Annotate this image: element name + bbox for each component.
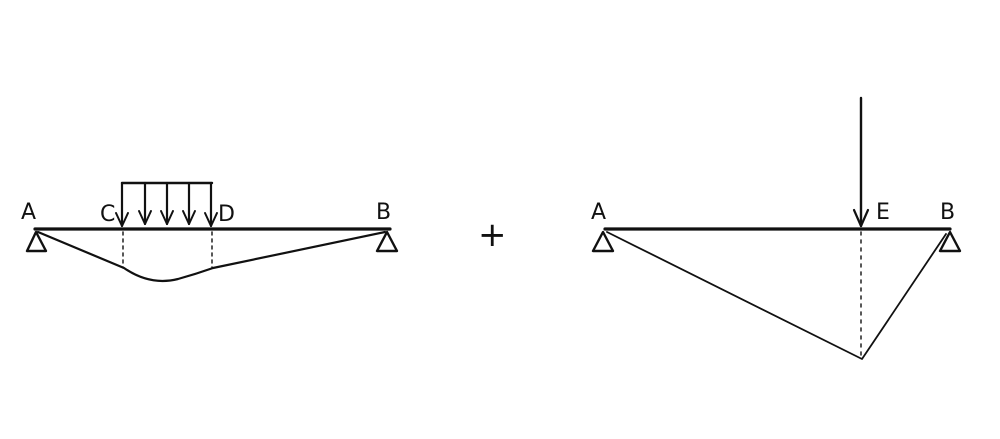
plus-operator: + [478, 215, 507, 255]
label-a-left: A [21, 200, 36, 225]
point-load [852, 96, 870, 228]
label-c: C [100, 202, 115, 227]
label-b-right: B [940, 200, 955, 225]
label-e: E [876, 200, 890, 225]
right-beam-diagram: A E B [591, 96, 962, 360]
load-arrow [160, 181, 174, 226]
left-deflection-curve [36, 230, 387, 283]
load-arrow [138, 181, 152, 226]
load-arrow [204, 181, 218, 228]
label-d: D [218, 202, 235, 227]
label-a-right: A [591, 200, 606, 225]
right-deflection-curve [606, 231, 947, 360]
left-support-a [25, 230, 48, 253]
load-arrow [115, 181, 129, 228]
load-arrow [182, 181, 196, 226]
left-beam-diagram: A C D B [21, 181, 399, 283]
distributed-load [115, 181, 218, 228]
label-b-left: B [376, 200, 391, 225]
left-support-b [375, 230, 399, 253]
right-support-b [938, 230, 962, 253]
right-support-a [591, 230, 615, 253]
